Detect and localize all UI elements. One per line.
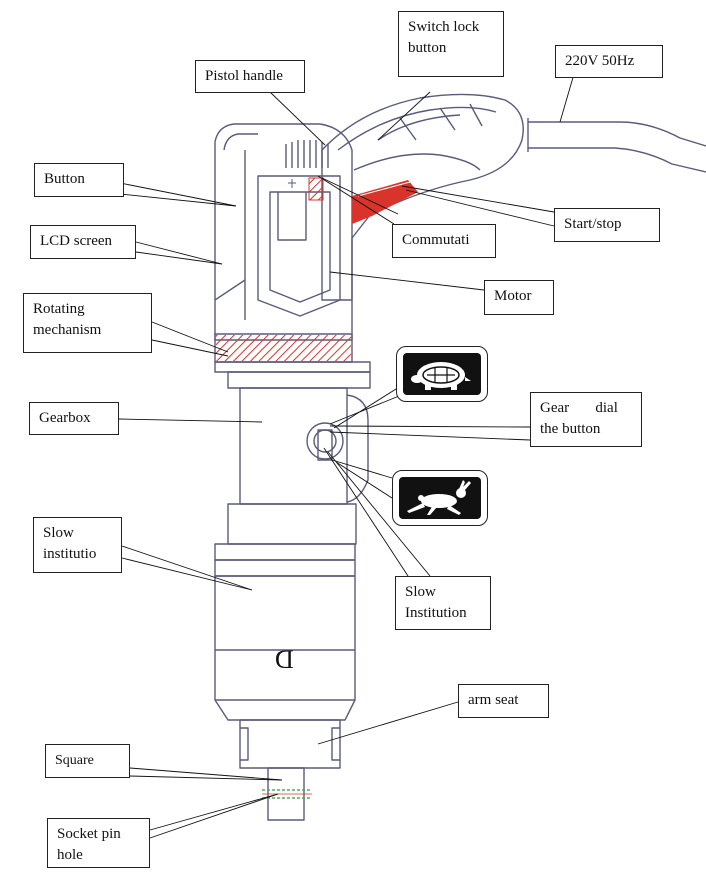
gearbox-label: Gearbox — [39, 410, 91, 426]
pistol-handle-label: Pistol handle — [205, 68, 283, 84]
gear-dial-label-2: the button — [540, 421, 601, 437]
gear-dial-callout: Gear dial the button — [530, 392, 642, 447]
leader-lines — [118, 73, 575, 839]
pistol-handle-callout: Pistol handle — [195, 60, 305, 93]
socket-pin-label-1: Socket pin — [57, 826, 121, 842]
start-stop-callout: Start/stop — [554, 208, 660, 242]
motor-label: Motor — [494, 288, 532, 304]
switch-lock-callout: Switch lock button — [398, 11, 504, 77]
motor-housing — [214, 123, 353, 341]
button-label: Button — [44, 171, 85, 187]
rotating-label-1: Rotating — [33, 301, 85, 317]
socket-pin-callout: Socket pin hole — [47, 818, 150, 868]
power-callout: 220V 50Hz — [555, 45, 663, 78]
lcd-label: LCD screen — [40, 233, 113, 249]
power-label: 220V 50Hz — [565, 53, 635, 69]
switch-lock-label-1: Switch lock — [408, 19, 480, 35]
slow-left-label-1: Slow — [43, 525, 74, 541]
turtle-icon — [411, 362, 471, 390]
rabbit-icon — [407, 480, 471, 515]
vent-slots — [285, 140, 329, 168]
barrel — [214, 575, 356, 701]
turtle-badge — [396, 346, 488, 402]
slow-institution-label-2: Institution — [405, 605, 467, 621]
lcd-callout: LCD screen — [30, 225, 136, 259]
commutator-label: Commutati — [402, 232, 470, 248]
rotating-callout: Rotating mechanism — [23, 293, 152, 353]
arm-seat-callout: arm seat — [458, 684, 549, 718]
slow-institution-label-1: Slow — [405, 584, 436, 600]
slow-left-label-2: institutio — [43, 546, 97, 562]
motor-callout: Motor — [484, 280, 554, 315]
rotating-label-2: mechanism — [33, 322, 102, 338]
arm-seat-label: arm seat — [468, 692, 519, 708]
start-stop-label: Start/stop — [564, 216, 622, 232]
socket-pin-label-2: hole — [57, 847, 83, 863]
slow-left-callout: Slow institutio — [33, 517, 122, 573]
square-label: Square — [55, 753, 94, 768]
square-callout: Square — [45, 744, 130, 778]
commutator-callout: Commutati — [392, 224, 496, 258]
button-callout: Button — [34, 163, 124, 197]
power-cable — [528, 121, 706, 147]
switch-lock-label-2: button — [408, 40, 447, 56]
gearbox-body — [239, 387, 348, 505]
slow-institution-callout: Slow Institution — [395, 576, 491, 630]
diameter-mark: D — [275, 645, 294, 674]
rabbit-badge — [392, 470, 488, 526]
gear-dial-label-1: Gear dial — [540, 400, 618, 416]
gearbox-callout: Gearbox — [29, 402, 119, 435]
